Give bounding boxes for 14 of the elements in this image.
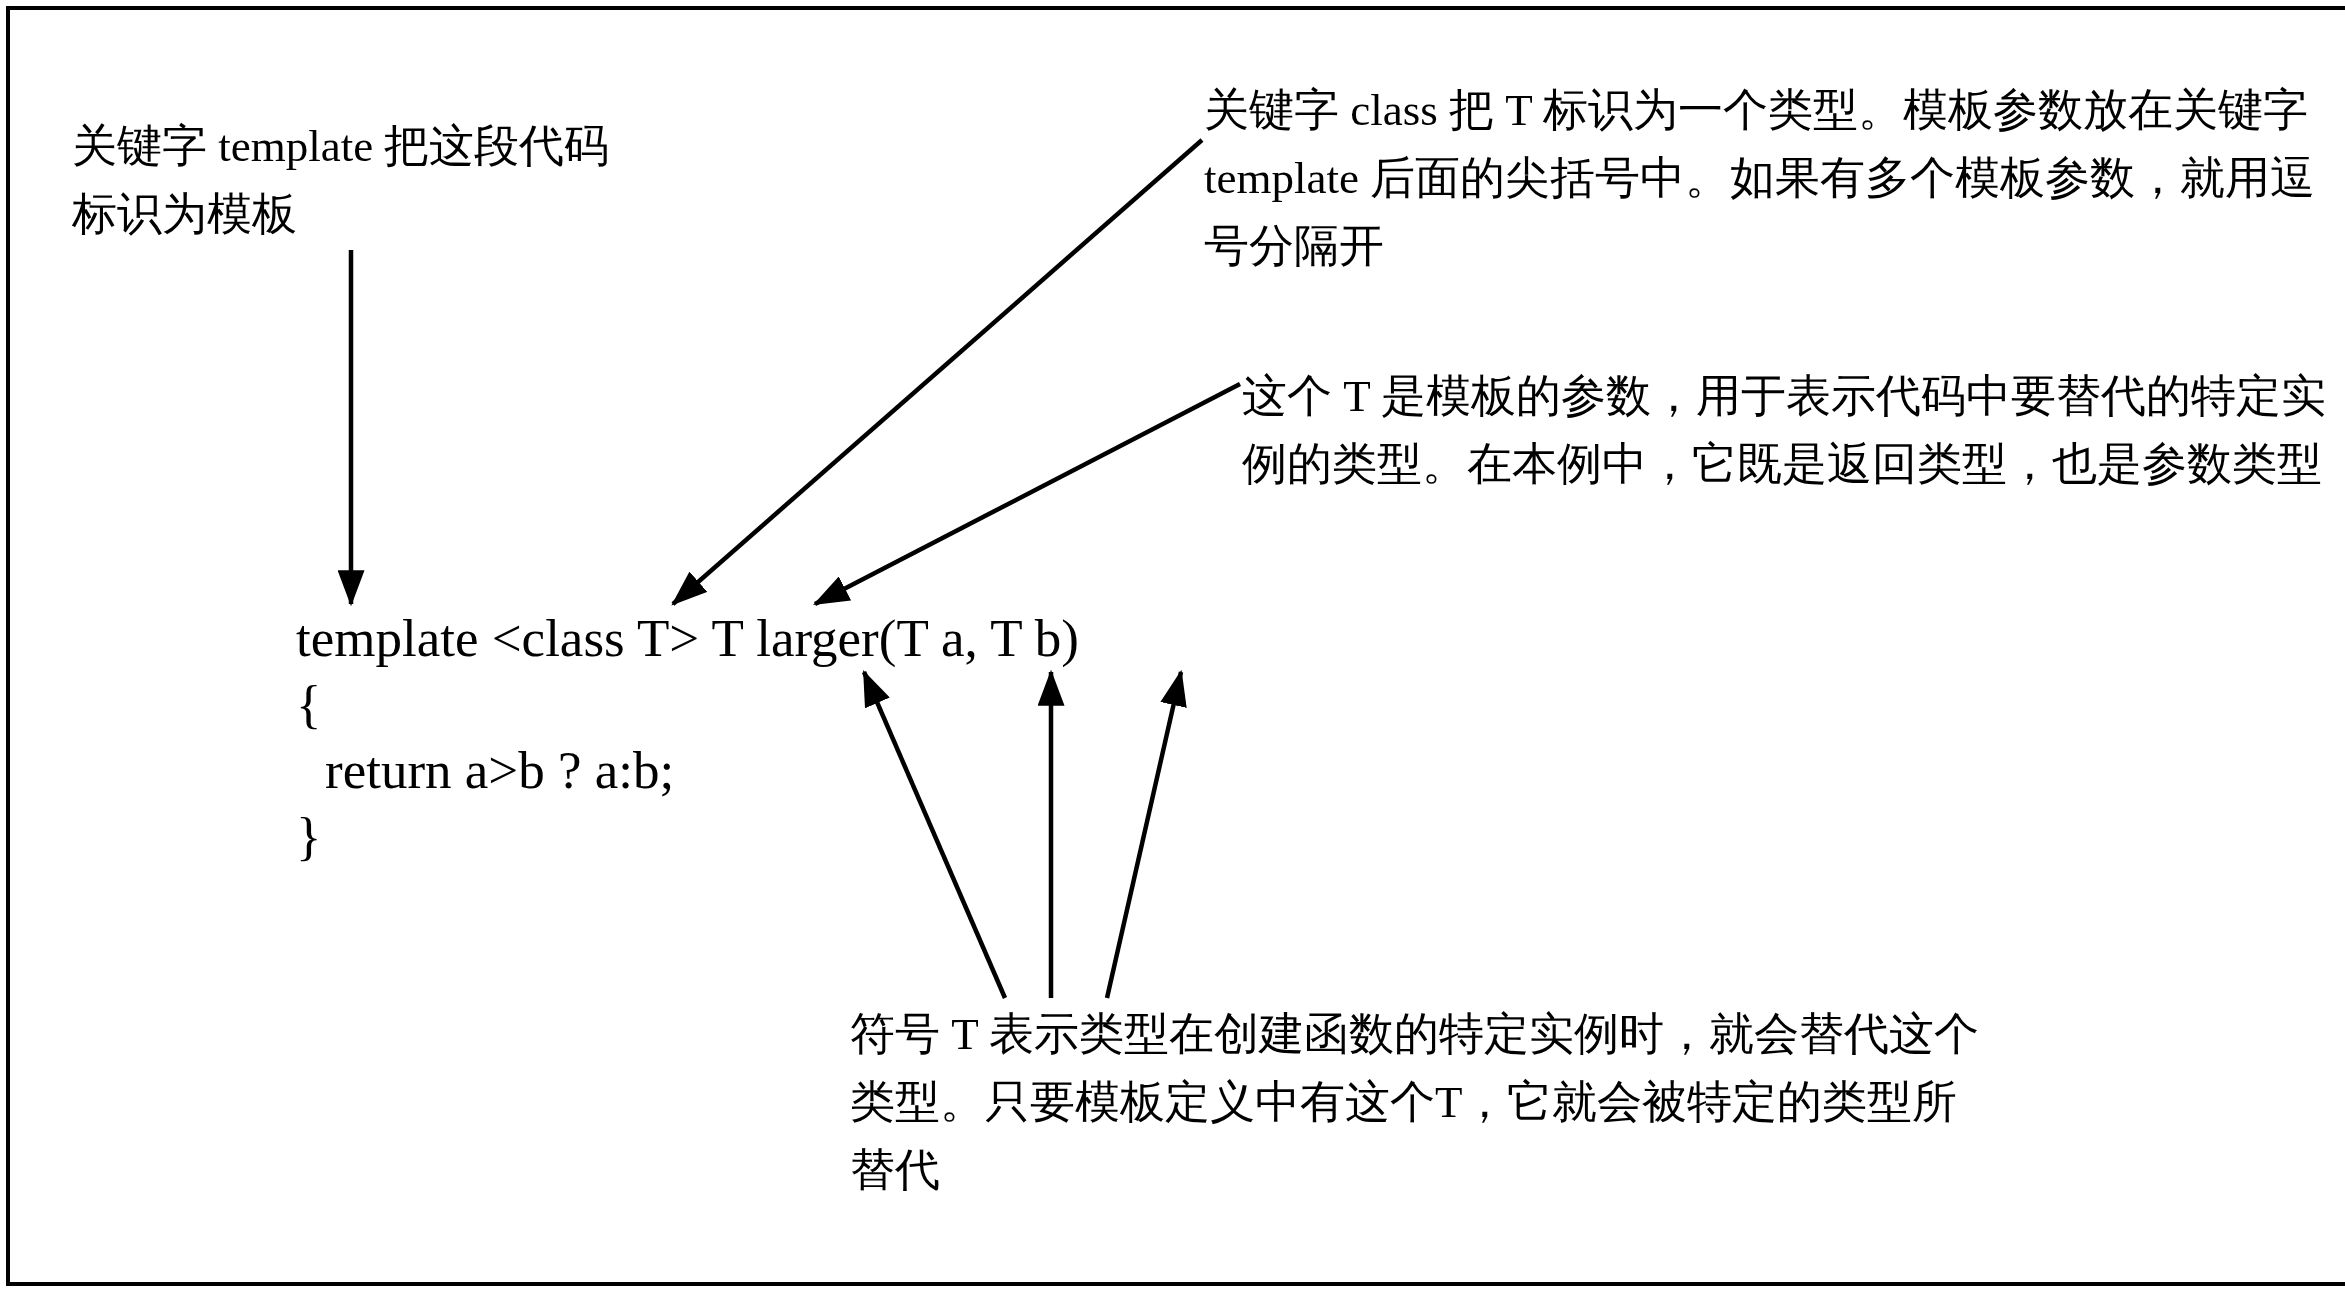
- leader-arrow: [813, 382, 1242, 606]
- leader-arrow: [1037, 669, 1065, 998]
- callout-text: 关键字 class 把 T 标识为一个类型。模板参数放在关键字 template 后面的尖括号中。如果有多个模板参数，就用逗号分隔开: [1204, 76, 2324, 280]
- callout-text: 这个 T 是模板的参数，用于表示代码中要替代的特定实例的类型。在本例中，它既是返回类型，也是参数类型: [1242, 362, 2332, 498]
- leader-arrow: [1104, 669, 1187, 999]
- code-line: }: [296, 806, 322, 867]
- leader-arrow: [337, 250, 365, 607]
- callout-text: 符号 T 表示类型在创建函数的特定实例时，就会替代这个类型。只要模板定义中有这个T，它就会被特定的类型所替代: [850, 1000, 1980, 1204]
- code-line: return a>b ? a:b;: [325, 740, 675, 801]
- leader-arrow: [671, 138, 1204, 606]
- code-line: template <class T> T larger(T a, T b): [296, 606, 1079, 670]
- leader-arrow: [861, 669, 1008, 999]
- code-line: {: [296, 674, 322, 735]
- callout-text: 关键字 template 把这段代码标识为模板: [72, 112, 612, 248]
